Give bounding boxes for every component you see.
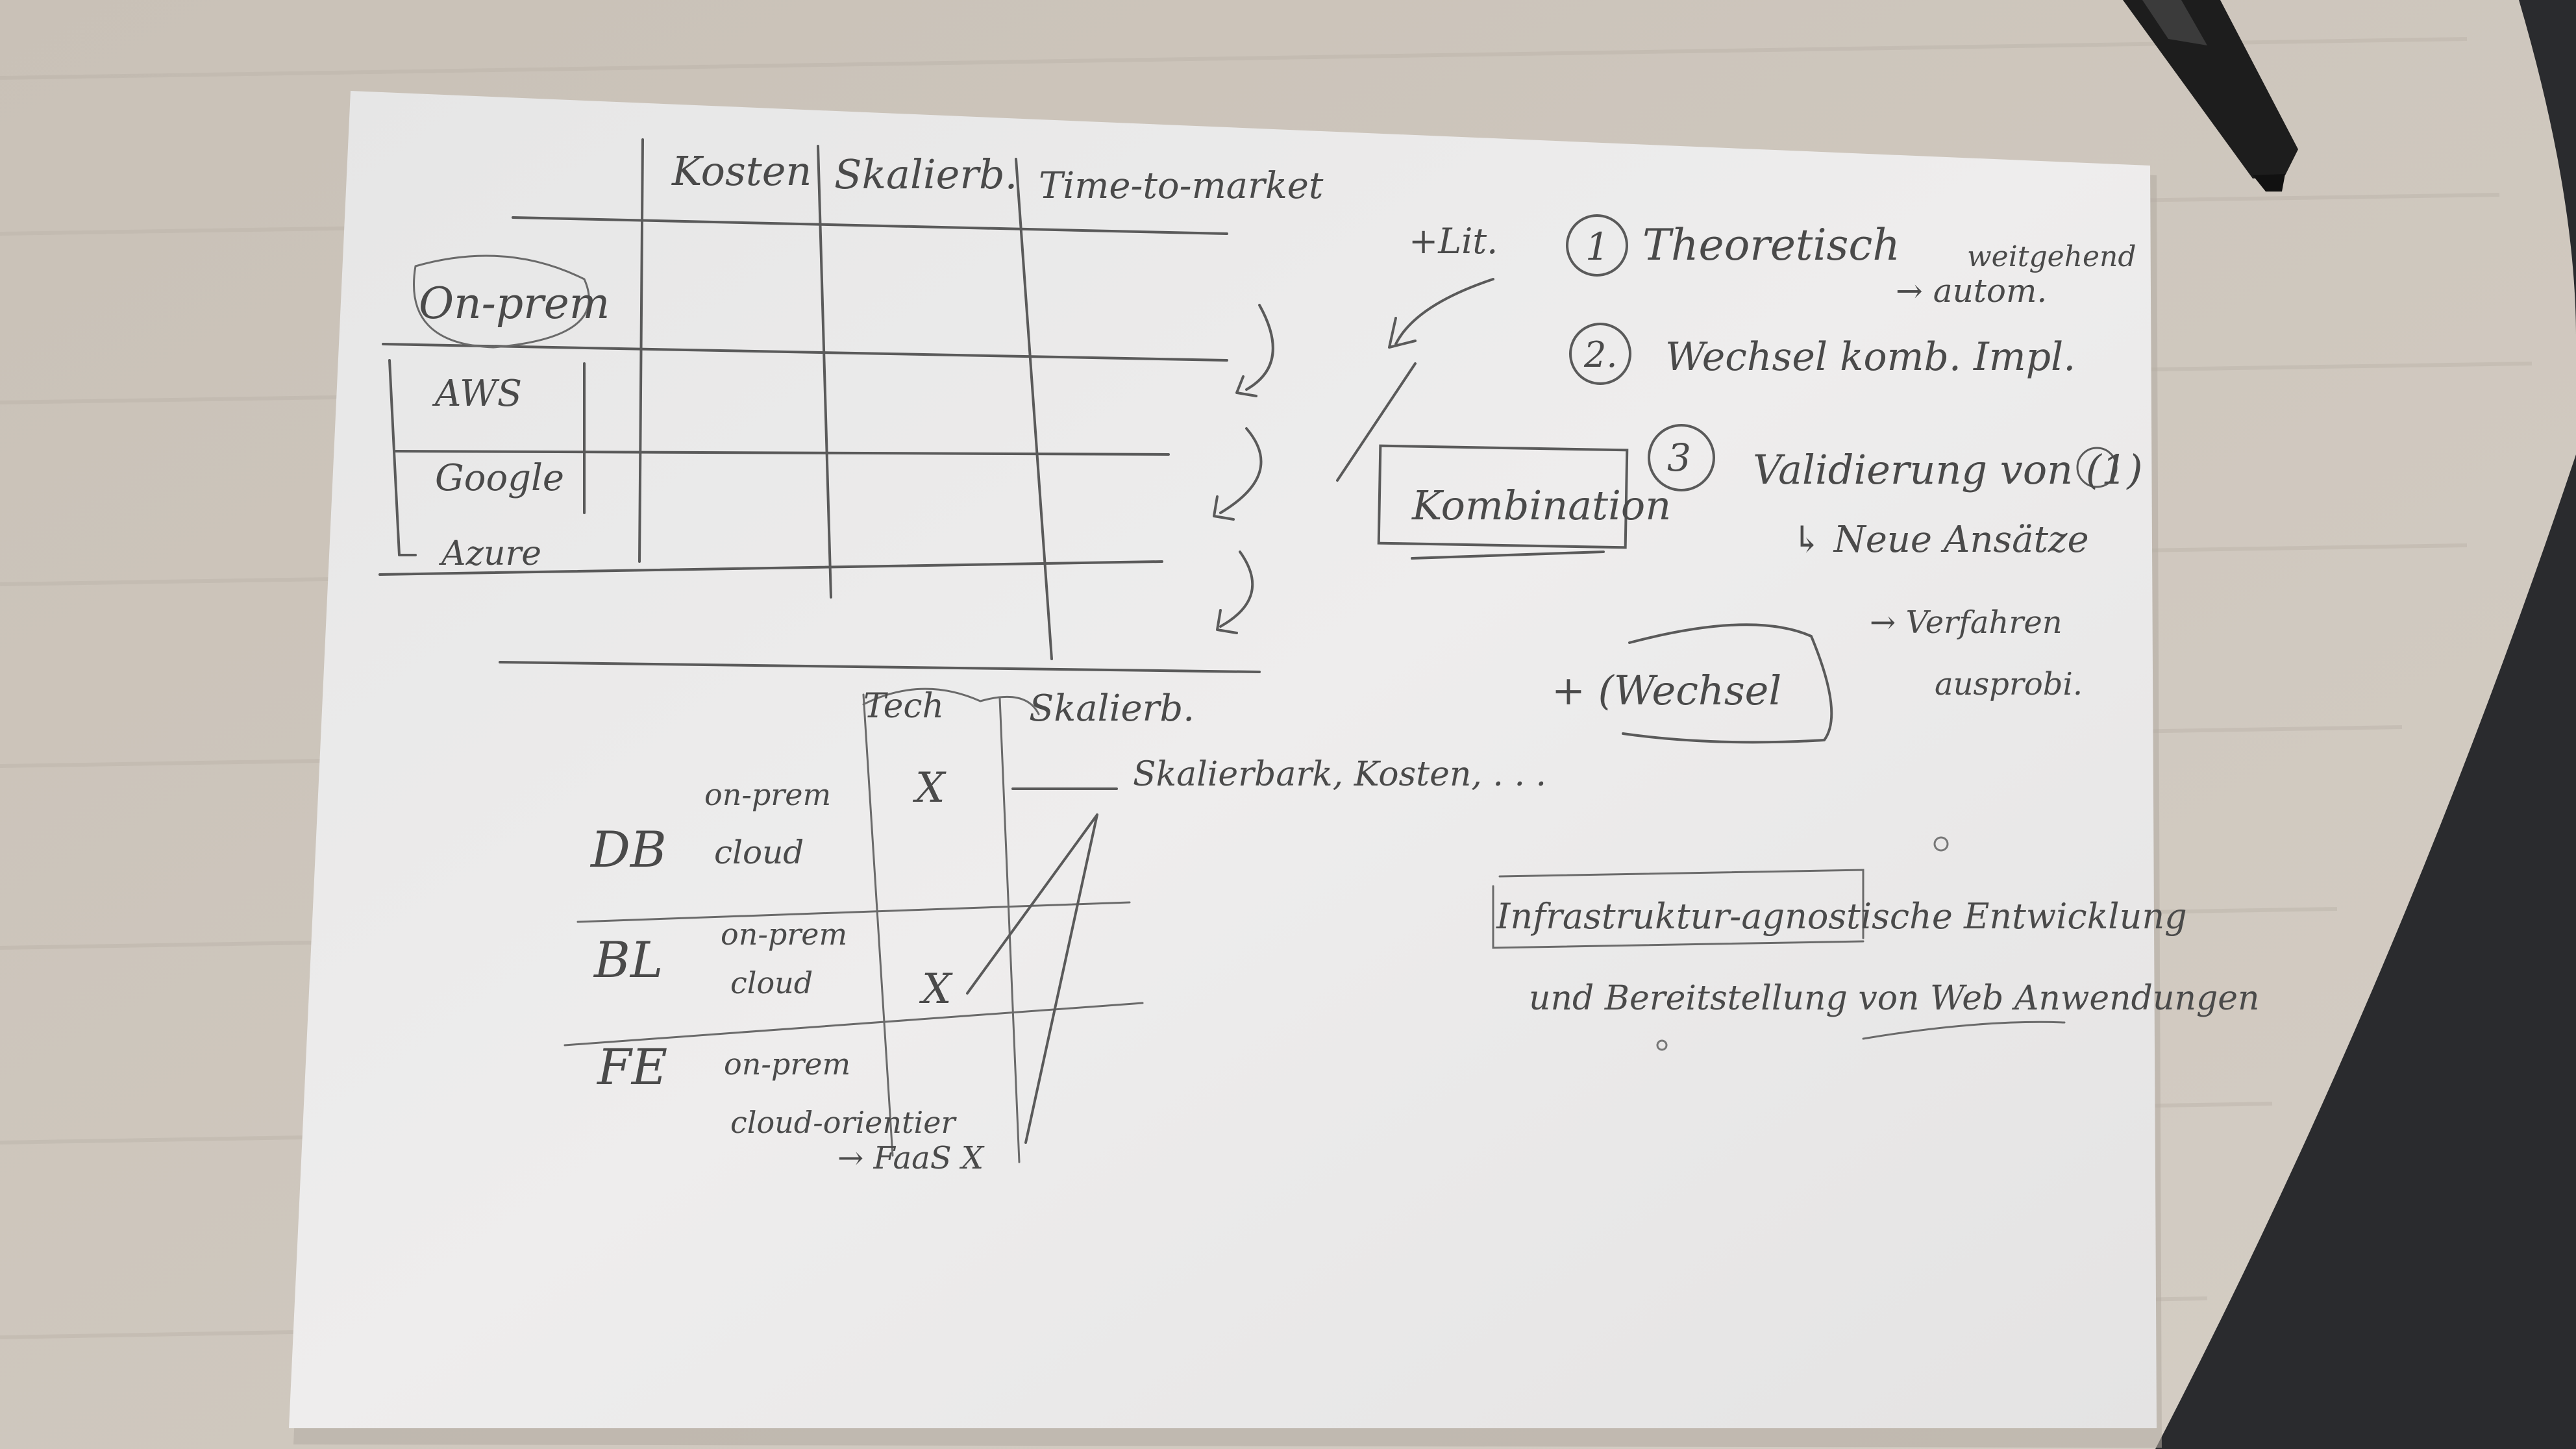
list-circles [1566, 214, 2118, 491]
group-db-item-2: cloud [714, 834, 804, 871]
list-num-3: 3 [1667, 436, 1691, 480]
group-bl-label: BL [593, 931, 663, 989]
group-bl-item-1: on-prem [721, 917, 847, 952]
row-google: Google [435, 457, 564, 499]
note-neue-ansaetze: ↳ Neue Ansätze [1792, 519, 2089, 561]
list-text-3: Validierung von (1) [1753, 446, 2143, 493]
note-skalierbarkeit-kosten: Skalierbark, Kosten, . . . [1133, 755, 1546, 794]
note-autom: → autom. [1896, 272, 2047, 310]
group-fe-label: FE [596, 1038, 667, 1096]
row-azure: Azure [439, 534, 541, 573]
note-plus-wechsel: + (Wechsel [1552, 667, 1781, 714]
kombination-box [1377, 444, 1629, 560]
group-db-item-1: on-prem [704, 777, 831, 812]
row-aws: AWS [432, 373, 522, 415]
group-db-label: DB [589, 821, 667, 878]
mark-x-bl: X [919, 965, 953, 1013]
note-verfahren: → Verfahren [1870, 604, 2062, 641]
header-kosten: Kosten [671, 147, 811, 195]
table1-lines [378, 138, 1494, 673]
table2-lines [564, 687, 1144, 1163]
table2-header-skalierb: Skalierb. [1029, 687, 1195, 730]
list-num-1: 1 [1585, 225, 1609, 269]
infra-line-2: und Bereitstellung von Web Anwendungen [1529, 979, 2260, 1018]
wechsel-bubble [1622, 623, 1833, 744]
group-fe-item-3: → FaaS X [837, 1140, 985, 1176]
row-on-prem: On-prem [419, 279, 610, 328]
infra-line-1: Infrastruktur-agnostische Entwicklung [1496, 896, 2187, 937]
note-plus-lit: +Lit. [1409, 221, 1498, 262]
mark-x-db: X [912, 764, 947, 812]
group-fe-item-1: on-prem [724, 1046, 850, 1082]
group-fe-item-2: cloud-orientier [730, 1105, 957, 1140]
list-num-2: 2. [1583, 334, 1618, 375]
table2-header-tech: Tech [863, 687, 944, 726]
group-bl-item-2: cloud [730, 965, 813, 1000]
note-ausprob: ausprobi. [1935, 666, 2083, 702]
pen [2123, 0, 2298, 192]
header-skalierb: Skalierb. [834, 151, 1017, 198]
header-time-to-market: Time-to-market [1039, 165, 1324, 207]
infra-underlines [1492, 836, 2066, 1051]
list-text-2: Wechsel komb. Impl. [1665, 334, 2075, 380]
note-kombination: Kombination [1411, 482, 1671, 529]
note-weitgehend: weitgehend [1967, 240, 2136, 273]
list-text-1: Theoretisch [1642, 220, 1900, 270]
